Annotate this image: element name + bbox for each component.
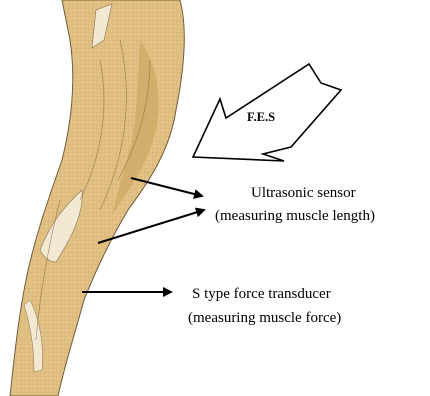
- force-label-line1: S type force transducer: [192, 286, 331, 302]
- fes-arrow: F.E.S: [193, 64, 341, 161]
- sensor-label-line1: Ultrasonic sensor: [251, 185, 356, 201]
- fes-label: F.E.S: [247, 110, 275, 124]
- sensor-label-line2: (measuring muscle length): [215, 208, 375, 224]
- force-label-line2: (measuring muscle force): [188, 310, 341, 326]
- muscle-illustration: [10, 0, 184, 396]
